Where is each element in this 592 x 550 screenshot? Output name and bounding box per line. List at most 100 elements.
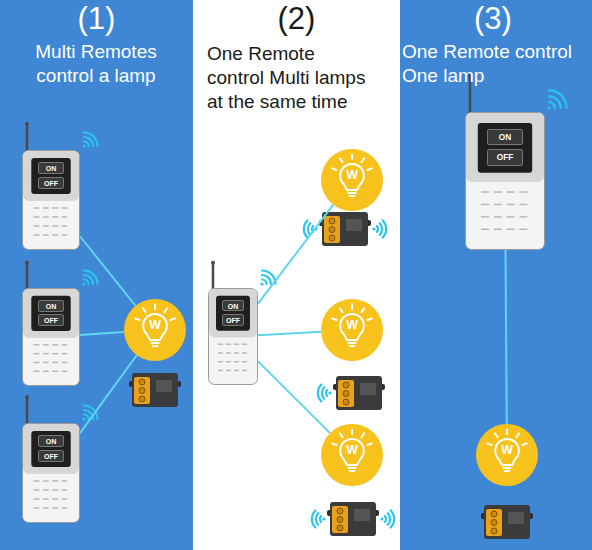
remote-dash [34,344,40,346]
signal-waves [388,513,390,524]
remote-dash [43,498,49,500]
remote-dash [61,489,67,491]
remote-dash [34,225,40,227]
remote-dash [61,480,67,482]
button-label: ON [38,162,64,174]
bulb-base [151,342,160,344]
receiver-body [132,373,178,407]
button-label: ON [38,435,64,447]
remote-dash [61,362,67,364]
terminal-screw [329,235,335,241]
signal-waves [549,90,567,108]
signal-waves [316,513,318,524]
signal-waves [391,510,395,527]
lamp-node: W [321,299,383,361]
remote-dash [43,225,49,227]
remote-dash [52,353,58,355]
light-ray [495,433,498,437]
signal-waves [84,271,98,285]
light-ray [135,318,139,320]
remote-dash [507,191,515,193]
terminal-screw [491,528,497,534]
signal-waves [84,133,98,147]
button-label: OFF [38,450,64,462]
remote-dash [52,207,58,209]
connectors [80,205,507,433]
remote-dash [494,229,502,231]
signal-waves [312,226,313,232]
antenna-tip [468,74,472,78]
remote-shell [209,289,258,385]
antenna-tip [25,261,29,265]
receiver-module [327,502,379,536]
lamp-circle [124,299,186,361]
remote-dash [43,234,49,236]
signal-line [258,205,333,304]
terminal-screw [139,388,145,394]
bulb-base [348,342,357,344]
terminal-screw [491,520,497,526]
antenna [212,263,215,290]
remote-dash [218,361,223,363]
terminal-screw [139,379,145,385]
remote-top [23,151,79,201]
bulb-base [349,470,355,472]
remote-dash [242,361,247,363]
remote-control: ONOFF [208,288,258,385]
antenna [26,263,29,290]
signal-dot [260,282,263,285]
mode-panel: (2)One Remote control Multi lamps at the… [193,0,400,550]
remote-dash [507,204,515,206]
light-ray [340,433,343,437]
signal-waves [84,142,89,147]
receiver-module [319,212,371,246]
remote-dash [226,370,231,372]
remote-dash [43,489,49,491]
remote-face [31,296,70,331]
signal-dot [82,417,85,420]
antenna-tip [211,261,215,265]
remote-dash [61,344,67,346]
terminal-screw [343,391,349,397]
remote-dash [242,352,247,354]
signal-dot [82,144,85,147]
remote-control: ONOFF [22,288,80,386]
panel-number: (1) [0,2,193,36]
remote-dash [218,352,223,354]
remote-dash [43,207,49,209]
remote-dash [61,353,67,355]
signal-waves [84,280,89,285]
remote-dash [34,353,40,355]
bulb-base [152,345,158,347]
antenna-tip [25,395,29,399]
signal-waves [84,137,93,146]
remote-control: ONOFF [465,112,545,250]
receiver-module [481,505,533,539]
receiver-chip [508,512,524,524]
light-ray [154,304,156,309]
light-ray [361,433,364,437]
signal-waves [318,384,322,401]
filament-symbol: W [321,318,383,333]
remote-dash [226,352,231,354]
terminal-block [324,216,340,243]
remote-dash [519,191,527,193]
lamp-node: W [321,424,383,486]
panel-number: (3) [400,2,586,36]
signal-dot [82,282,85,285]
remote-dash [61,371,67,373]
remote-top [209,289,257,338]
remote-dash [34,362,40,364]
filament-symbol: W [321,443,383,458]
terminal-screw [343,382,349,388]
light-ray [367,318,371,320]
filament-symbol: W [321,168,383,183]
light-ray [361,158,364,162]
remote-dash [242,344,247,346]
remote-dash [52,234,58,236]
signal-dot [372,227,375,230]
signal-waves [383,220,387,237]
remote-shell [23,151,80,250]
light-ray [340,158,343,162]
remote-dash [61,498,67,500]
